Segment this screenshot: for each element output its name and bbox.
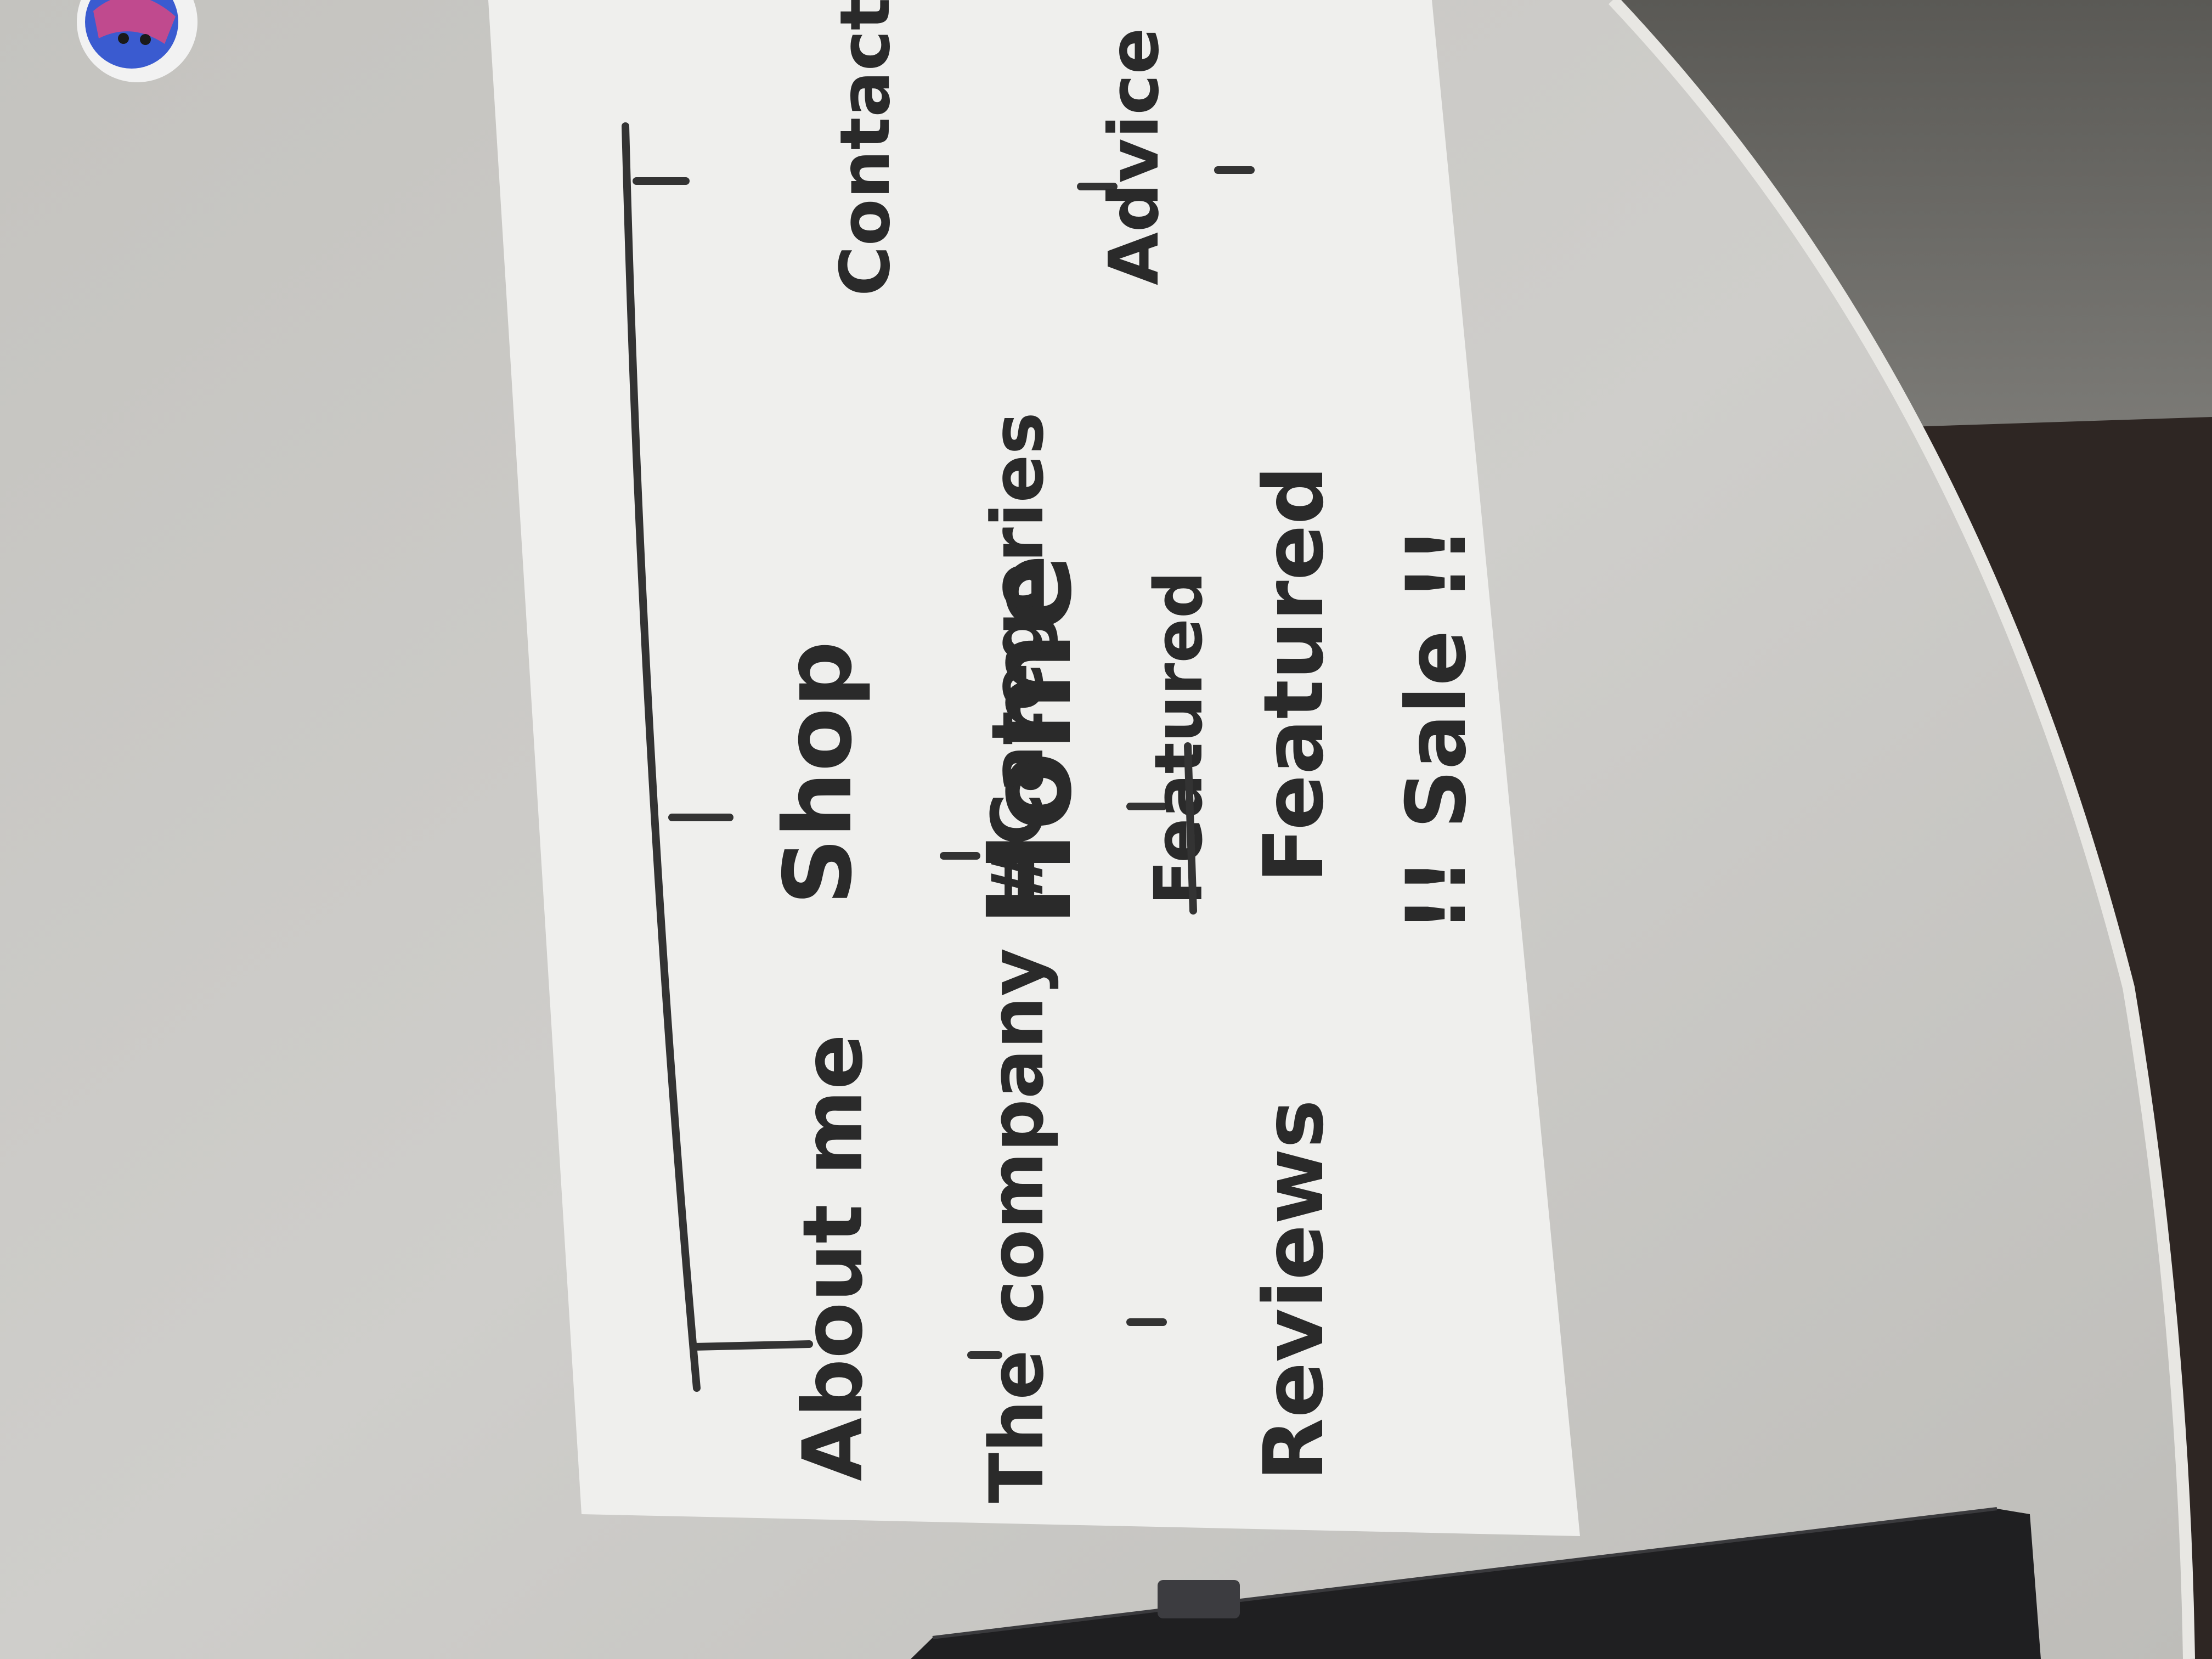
paper-outline bbox=[488, 0, 1580, 1536]
tree-trunk-line bbox=[622, 122, 701, 1392]
laptop bbox=[911, 1507, 2041, 1659]
root-node-home: Home bbox=[963, 554, 1097, 927]
branch-about-me: About me bbox=[786, 1034, 881, 1481]
child-sale: !! Sale !! bbox=[1389, 527, 1485, 933]
struck-out-featured: Featured bbox=[1141, 571, 1217, 905]
child-the-company: The company bbox=[974, 948, 1060, 1503]
child-featured: Featured bbox=[1246, 466, 1342, 883]
paper-sheet: Home About me The company Reviews Shop #… bbox=[488, 0, 1580, 1536]
child-categories: #Categories bbox=[976, 412, 1059, 905]
strike-through-line bbox=[1184, 742, 1197, 915]
table-edge bbox=[1608, 0, 2195, 1659]
branch-shop: Shop bbox=[764, 641, 873, 905]
sticker bbox=[77, 0, 198, 82]
child-reviews: Reviews bbox=[1246, 1099, 1342, 1481]
branch-contact-details: Contact Details bbox=[826, 0, 905, 296]
branch-tick-about bbox=[690, 1340, 813, 1351]
child-advice: Advice bbox=[1094, 28, 1174, 285]
